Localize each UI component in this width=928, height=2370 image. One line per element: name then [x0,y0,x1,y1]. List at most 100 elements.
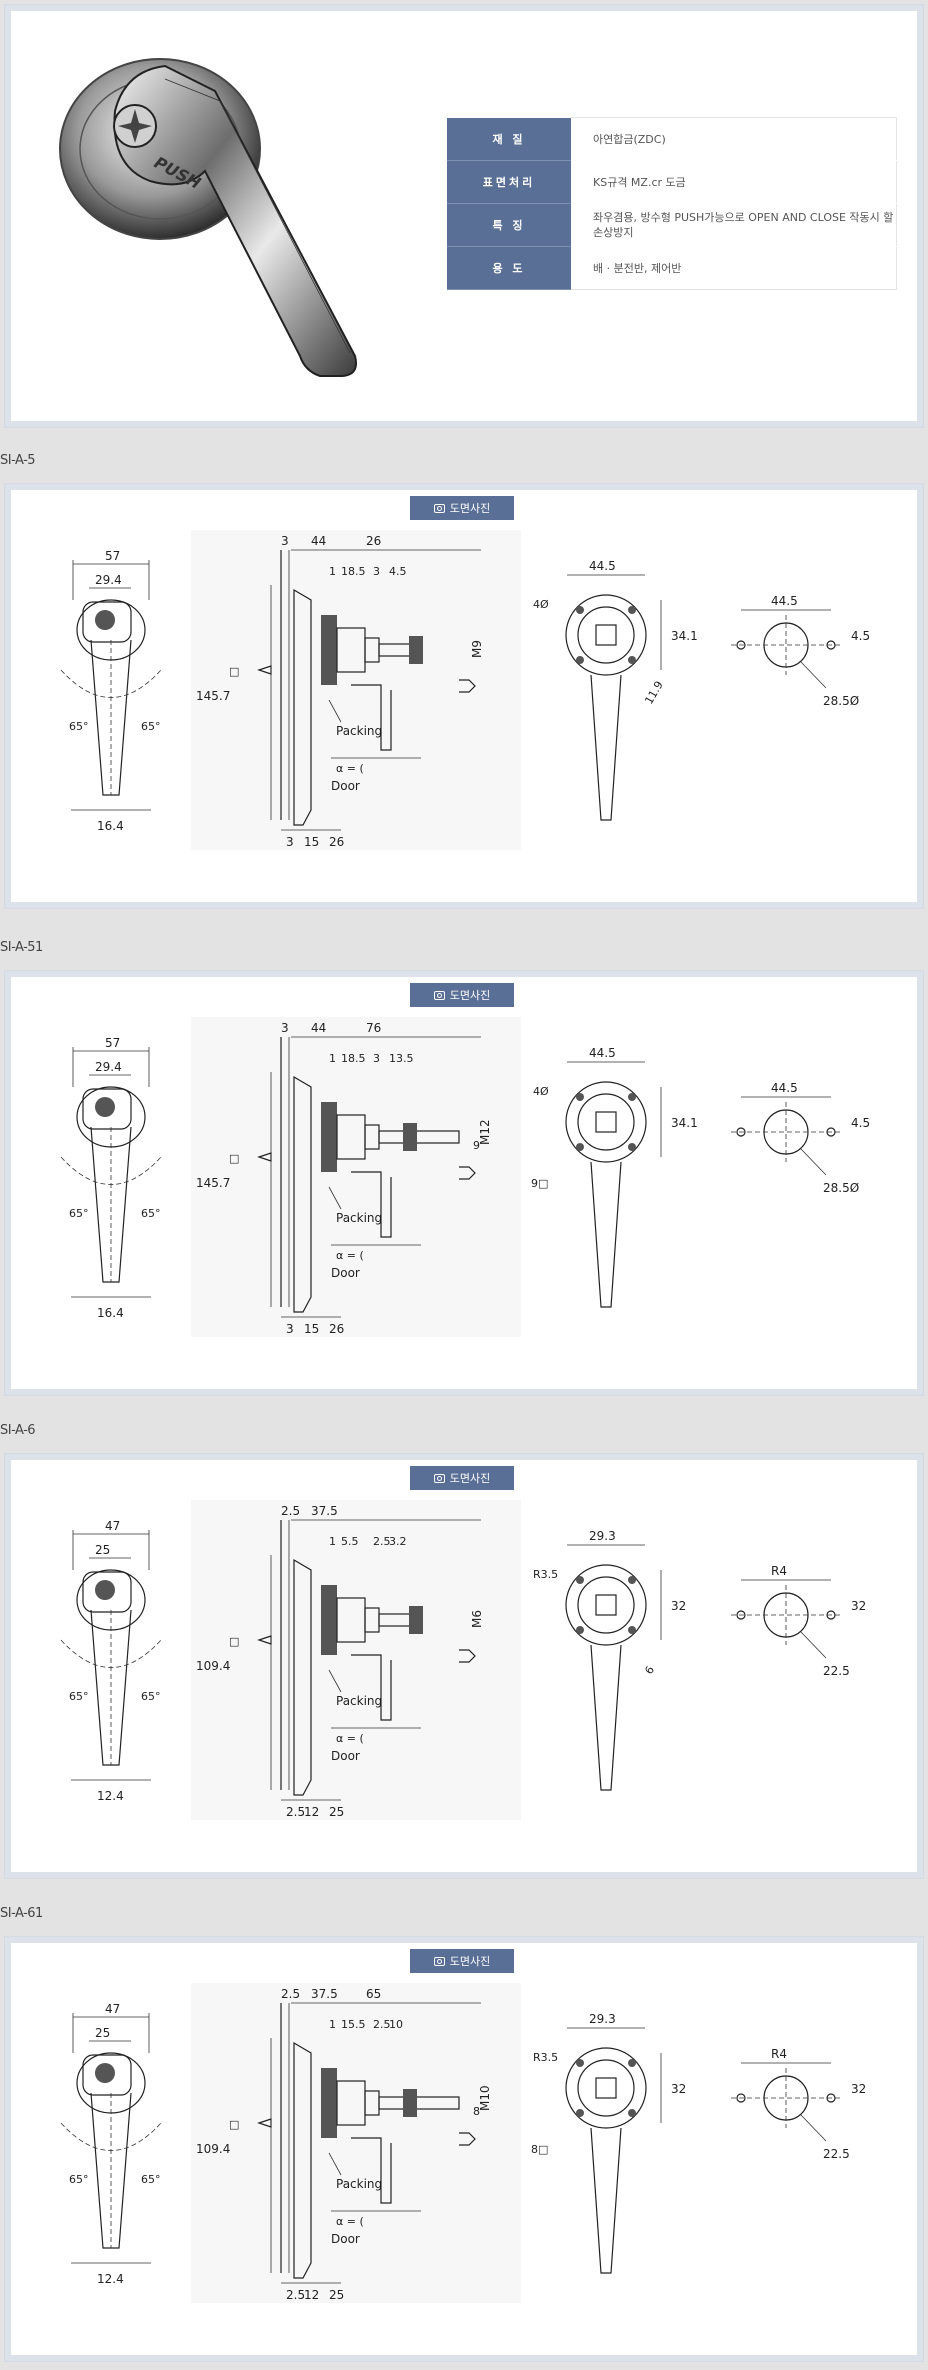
dim-text: 26 [329,1322,344,1336]
dim-text: 3 [373,1052,380,1065]
dim-text: 28.5Ø [823,694,859,708]
dim-text: 1 [329,1052,336,1065]
thread-text: M10 [478,2085,492,2111]
spec-value: 배 · 분전반, 제어반 [571,246,897,290]
dim-text: 109.4 [196,1659,230,1673]
dim-text: 2.5 [281,1987,300,2001]
dim-text: 3 [281,534,289,548]
dim-text: 47 [105,1519,120,1533]
dim-text: 25 [329,2288,344,2302]
dim-text: 34.1 [671,629,698,643]
drawing-panel: 도면사진 47 25 65° 65° 12.4 2.5 [4,1453,924,1879]
door-label: Door [331,2232,360,2246]
dim-text: 12.4 [97,2272,124,2286]
drawing-photo-button[interactable]: 도면사진 [410,496,514,520]
spec-label: 특 징 [447,203,571,247]
dim-text: 2.5 [373,2018,391,2031]
dim-text: 57 [105,1036,120,1050]
dim-text: 6 [642,1664,657,1677]
square-text: □ [229,1635,239,1648]
dim-text: 34.1 [671,1116,698,1130]
dim-text: 29.3 [589,2012,616,2026]
rear-view: 44.5 4Ø 34.1 9□ [531,1046,698,1308]
spec-label: 표면처리 [447,160,571,204]
cutout-view: 44.5 4.5 28.5Ø [731,1081,870,1195]
dim-text: R3.5 [533,1568,558,1581]
cutout-view: R4 32 22.5 [731,2047,866,2161]
dim-text: 2.5 [286,2288,305,2302]
dim-text: 12 [304,1805,319,1819]
dim-text: 44.5 [589,1046,616,1060]
dim-text: 47 [105,2002,120,2016]
door-label: Door [331,779,360,793]
dim-text: 109.4 [196,2142,230,2156]
drawing-panel: 도면사진 57 29.4 65° 65° 16.4 3 [4,483,924,909]
dim-text: 44.5 [589,559,616,573]
square-text: □ [229,665,239,678]
badge-label: 도면사진 [449,989,491,1002]
dim-text: 26 [366,534,381,548]
dim-text: 5.5 [341,1535,359,1548]
dim-text: 29.4 [95,1060,122,1074]
rear-view: 29.3 R3.5 32 8□ [531,2012,686,2274]
dim-text: 16.4 [97,1306,124,1320]
square-text: □ [229,1152,239,1165]
camera-icon [433,990,445,1000]
dim-text: 29.3 [589,1529,616,1543]
dim-text: 4.5 [851,629,870,643]
dim-text: 28.5Ø [823,1181,859,1195]
angle-text: 65° [69,1207,89,1220]
dim-text: 1 [329,1535,336,1548]
dim-text: 1 [329,565,336,578]
model-label: SI-A-51 [0,940,43,955]
dim-text: 37.5 [311,1987,338,2001]
spec-label: 재 질 [447,117,571,161]
dim-text: 4.5 [389,565,407,578]
dim-text: 15 [304,1322,319,1336]
dim-text: 44 [311,1021,326,1035]
square-text: 9□ [531,1177,548,1190]
alpha-text: α = ( [336,1249,364,1262]
spec-label: 용 도 [447,246,571,290]
technical-drawing: 47 25 65° 65° 12.4 2.5 37.5 65 1 15.5 2.… [60,1983,866,2303]
dim-text: 3.2 [389,1535,407,1548]
packing-label: Packing [336,2177,382,2191]
dim-text: 32 [671,1599,686,1613]
cutout-view: 44.5 4.5 28.5Ø [731,594,870,708]
dim-text: 32 [851,2082,866,2096]
model-label: SI-A-5 [0,453,36,468]
dim-text: 1 [329,2018,336,2031]
angle-text: 65° [141,720,161,733]
dim-text: 37.5 [311,1504,338,1518]
dim-text: 2.5 [281,1504,300,1518]
dim-text: 16.4 [97,819,124,833]
thread-text: M9 [470,640,484,658]
camera-icon [433,503,445,513]
spec-table: 재 질 아연합금(ZDC) 표면처리 KS규격 MZ.cr 도금 특 징 좌우겸… [447,117,897,290]
square-text: 8□ [531,2143,548,2156]
dim-text: 65 [366,1987,381,2001]
alpha-text: α = ( [336,762,364,775]
dim-text: 3 [286,1322,294,1336]
side-view: 3 44 76 1 18.5 3 13.5 □ 145.7 M12 9 Pack… [196,1021,492,1336]
dim-text: 25 [95,1543,110,1557]
thread-text: M6 [470,1610,484,1628]
rear-view: 44.5 4Ø 34.1 11.9 [533,559,698,821]
badge-label: 도면사진 [449,1955,491,1968]
front-view: 47 25 65° 65° 12.4 [60,2002,162,2286]
dim-text: 4Ø [533,598,549,611]
drawing-photo-button[interactable]: 도면사진 [410,1466,514,1490]
dim-text: 2.5 [373,1535,391,1548]
packing-label: Packing [336,1211,382,1225]
dim-text: R4 [771,2047,787,2061]
dim-text: 29.4 [95,573,122,587]
drawing-photo-button[interactable]: 도면사진 [410,983,514,1007]
drawing-photo-button[interactable]: 도면사진 [410,1949,514,1973]
thread-text: M12 [478,1119,492,1145]
model-label: SI-A-6 [0,1423,36,1438]
dim-text: 145.7 [196,689,230,703]
side-view: 3 44 26 1 18.5 3 4.5 □ 145.7 M9 Packing … [196,534,484,849]
product-panel: PUSH 재 질 아연합금(ZDC) 표면처리 KS규격 MZ.cr 도금 특 … [4,4,924,428]
spec-row-material: 재 질 아연합금(ZDC) [447,117,897,161]
dim-text: 145.7 [196,1176,230,1190]
